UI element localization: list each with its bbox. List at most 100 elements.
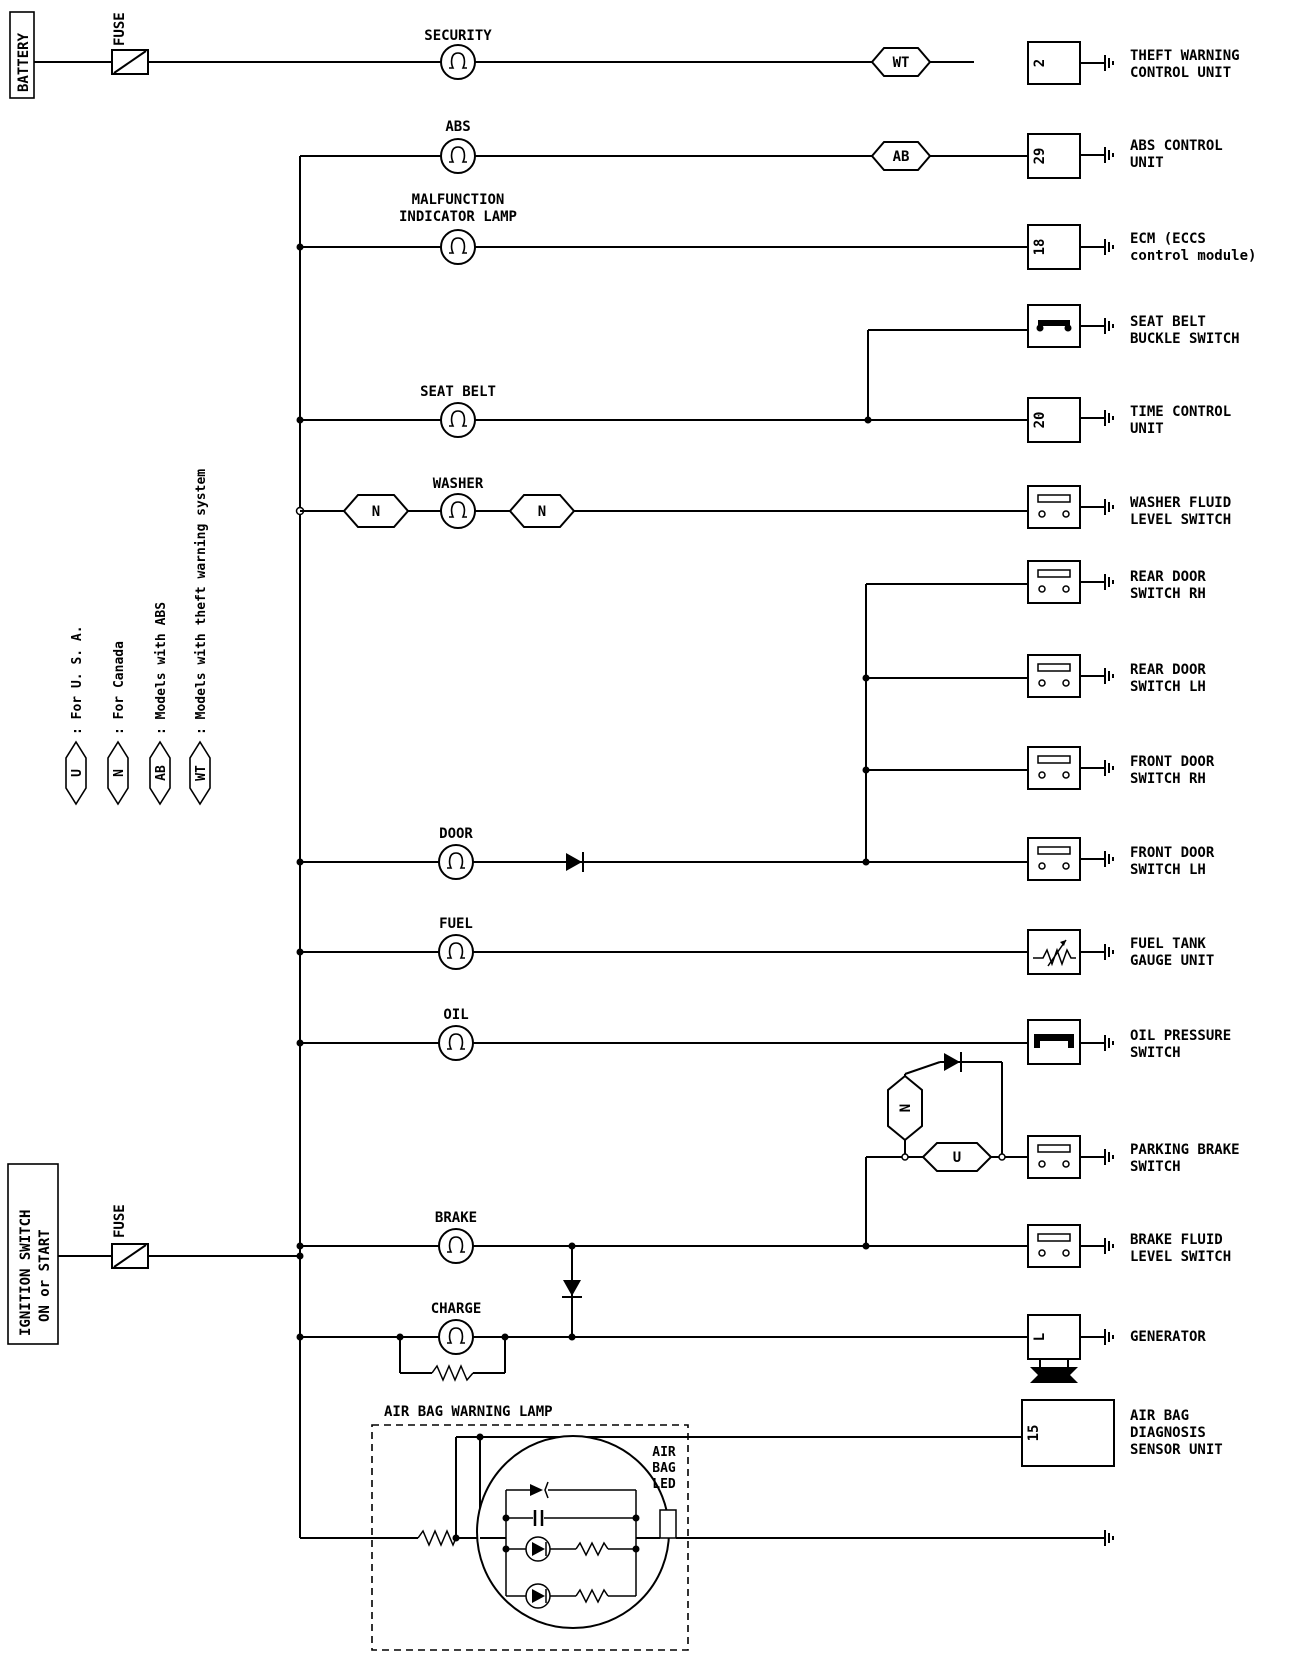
- airbag-unit-line3: SENSOR UNIT: [1130, 1442, 1223, 1458]
- rear-lh-line2: SWITCH LH: [1130, 679, 1206, 695]
- brake-fluid-level-switch: BRAKE FLUID LEVEL SWITCH: [1027, 1224, 1231, 1268]
- theft-line2: CONTROL UNIT: [1130, 65, 1231, 81]
- park-sw-line1: PARKING BRAKE: [1130, 1142, 1240, 1158]
- abs-line1: ABS CONTROL: [1130, 138, 1223, 154]
- airbag-led-label2: BAG: [652, 1461, 676, 1476]
- lamp-brake-label: BRAKE: [435, 1210, 477, 1226]
- hex-tag-n-right-text: N: [538, 504, 546, 520]
- lamp-brake: BRAKE: [435, 1210, 477, 1264]
- lamp-malfunction-label1: MALFUNCTION: [412, 192, 505, 208]
- lamp-door: DOOR: [438, 826, 474, 880]
- lamp-security-label: SECURITY: [424, 28, 492, 44]
- legend-tag-n: N: [112, 769, 127, 777]
- fuel-tank-gauge-unit: FUEL TANK GAUGE UNIT: [1027, 929, 1214, 975]
- legend-item-wt: WT : Models with theft warning system: [189, 469, 211, 806]
- generator-line1: GENERATOR: [1130, 1329, 1206, 1345]
- airbag-unit-line2: DIAGNOSIS: [1130, 1425, 1206, 1441]
- front-rh-line2: SWITCH RH: [1130, 771, 1206, 787]
- lamp-oil-label: OIL: [443, 1007, 468, 1023]
- airbag-box-title: AIR BAG WARNING LAMP: [384, 1404, 553, 1420]
- abs-control-unit: 29 ABS CONTROL UNIT: [1027, 133, 1223, 179]
- lamp-washer: WASHER: [433, 476, 484, 529]
- lamp-security: SECURITY: [424, 28, 492, 80]
- seat-belt-buckle-switch: SEAT BELT BUCKLE SWITCH: [1027, 304, 1240, 348]
- lamp-oil: OIL: [438, 1007, 474, 1061]
- timer-line2: UNIT: [1130, 421, 1164, 437]
- fuse-top: FUSE: [111, 12, 149, 75]
- front-lh-line2: SWITCH LH: [1130, 862, 1206, 878]
- buckle-line1: SEAT BELT: [1130, 314, 1206, 330]
- lamp-malfunction: MALFUNCTION INDICATOR LAMP: [399, 192, 517, 265]
- timer-pin: 20: [1032, 412, 1048, 429]
- legend-tag-u: U: [70, 769, 85, 777]
- lamp-charge: CHARGE: [431, 1301, 482, 1355]
- hex-tag-ab-text: AB: [893, 149, 910, 165]
- theft-warning-control-unit: 2 THEFT WARNING CONTROL UNIT: [1027, 41, 1240, 85]
- theft-line1: THEFT WARNING: [1130, 48, 1240, 64]
- lamp-abs: ABS: [440, 119, 476, 174]
- rear-door-switch-lh: REAR DOOR SWITCH LH: [1027, 654, 1206, 698]
- park-sw-line2: SWITCH: [1130, 1159, 1181, 1175]
- legend: U : For U. S. A. N : For Canada AB : Mod…: [65, 469, 211, 806]
- airbag-led-label3: LED: [652, 1477, 676, 1492]
- generator-pin: L: [1032, 1333, 1048, 1341]
- lamp-fuel-label: FUEL: [439, 916, 473, 932]
- hex-tag-n-brake: N: [887, 1074, 923, 1142]
- battery-source: BATTERY: [9, 11, 35, 99]
- airbag-unit-line1: AIR BAG: [1130, 1408, 1189, 1424]
- lamp-seat-belt-label: SEAT BELT: [420, 384, 496, 400]
- front-rh-line1: FRONT DOOR: [1130, 754, 1215, 770]
- fuel-gauge-line2: GAUGE UNIT: [1130, 953, 1214, 969]
- oil-sw-line2: SWITCH: [1130, 1045, 1181, 1061]
- lamp-charge-label: CHARGE: [431, 1301, 482, 1317]
- washer-sw-line2: LEVEL SWITCH: [1130, 512, 1231, 528]
- time-control-unit: 20 TIME CONTROL UNIT: [1027, 397, 1231, 443]
- oil-sw-line1: OIL PRESSURE: [1130, 1028, 1231, 1044]
- legend-item-u: U : For U. S. A.: [65, 625, 87, 806]
- legend-tag-ab: AB: [154, 765, 169, 781]
- hex-tag-n-right: N: [508, 494, 576, 528]
- ecm-line1: ECM (ECCS: [1130, 231, 1206, 247]
- charge-diode: [562, 1280, 582, 1298]
- ignition-line2: ON or START: [37, 1229, 53, 1322]
- theft-pin: 2: [1032, 59, 1048, 67]
- abs-pin: 29: [1032, 148, 1048, 165]
- legend-item-n: N : For Canada: [107, 641, 129, 806]
- brake-sw-line2: LEVEL SWITCH: [1130, 1249, 1231, 1265]
- ignition-switch-source: IGNITION SWITCH ON or START: [7, 1163, 59, 1345]
- lamp-fuel: FUEL: [438, 916, 474, 970]
- timer-line1: TIME CONTROL: [1130, 404, 1231, 420]
- oil-pressure-switch: OIL PRESSURE SWITCH: [1027, 1019, 1231, 1065]
- parking-brake-switch: PARKING BRAKE SWITCH: [1027, 1135, 1240, 1179]
- door-diode: [566, 852, 584, 872]
- ecm-pin: 18: [1032, 239, 1048, 256]
- legend-text-ab: : Models with ABS: [154, 602, 169, 735]
- brake-sw-line1: BRAKE FLUID: [1130, 1232, 1223, 1248]
- legend-text-u: : For U. S. A.: [70, 625, 85, 735]
- air-bag-diagnosis-sensor-unit: 15 AIR BAG DIAGNOSIS SENSOR UNIT: [1021, 1399, 1223, 1467]
- buckle-line2: BUCKLE SWITCH: [1130, 331, 1240, 347]
- ecm-line2: control module): [1130, 248, 1256, 264]
- hex-tag-u-brake: U: [921, 1142, 993, 1172]
- fuse-bottom: FUSE: [111, 1204, 149, 1269]
- hex-tag-n-left: N: [342, 494, 410, 528]
- fuel-gauge-line1: FUEL TANK: [1130, 936, 1206, 952]
- hex-tag-wt-text: WT: [893, 55, 910, 71]
- hex-tag-ab: AB: [870, 141, 932, 171]
- legend-text-wt: : Models with theft warning system: [194, 469, 209, 735]
- washer-sw-line1: WASHER FLUID: [1130, 495, 1231, 511]
- legend-item-ab: AB : Models with ABS: [149, 602, 171, 806]
- legend-tag-wt: WT: [194, 765, 209, 781]
- rear-rh-line2: SWITCH RH: [1130, 586, 1206, 602]
- rear-lh-line1: REAR DOOR: [1130, 662, 1206, 678]
- rear-rh-line1: REAR DOOR: [1130, 569, 1206, 585]
- parking-brake-diode: [944, 1052, 962, 1072]
- airbag-led-label1: AIR: [652, 1445, 676, 1460]
- lamp-malfunction-label2: INDICATOR LAMP: [399, 209, 517, 225]
- hex-tag-wt: WT: [870, 47, 932, 77]
- hex-tag-n-brake-text: N: [898, 1104, 914, 1112]
- lamp-seat-belt: SEAT BELT: [420, 384, 496, 438]
- front-lh-line1: FRONT DOOR: [1130, 845, 1215, 861]
- airbag-unit-pin: 15: [1026, 1425, 1042, 1442]
